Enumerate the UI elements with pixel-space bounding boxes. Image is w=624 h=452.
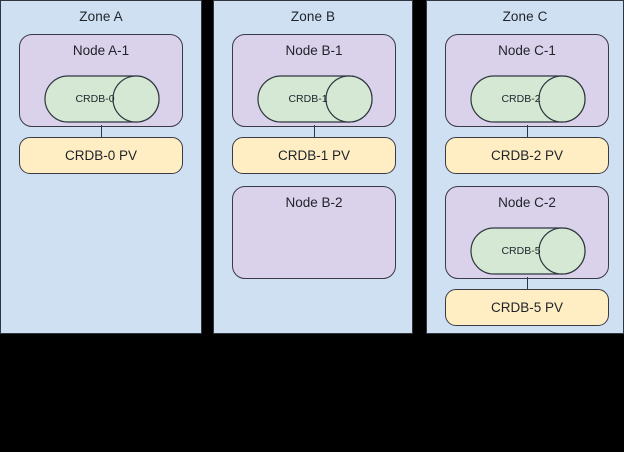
node-a-1-label: Node A-1 (72, 43, 130, 58)
pod-crdb-0[interactable]: CRDB-0 (44, 75, 160, 123)
database-cylinder-icon (470, 227, 586, 275)
zone-b-label: Zone B (290, 9, 336, 24)
connector-crdb-5 (527, 277, 528, 290)
pv-crdb-2[interactable]: CRDB-2 PV (445, 137, 609, 174)
pv-crdb-5-label: CRDB-5 PV (490, 300, 563, 315)
zone-a: Zone A Node A-1 CRDB-0 CRDB-0 PV (0, 0, 202, 334)
node-c-1-label: Node C-1 (498, 43, 556, 58)
pod-crdb-2[interactable]: CRDB-2 (470, 75, 586, 123)
zone-a-label: Zone A (79, 9, 123, 24)
pod-crdb-5[interactable]: CRDB-5 (470, 227, 586, 275)
connector-crdb-2 (527, 125, 528, 138)
zone-b: Zone B Node B-1 CRDB-1 CRDB-1 PV Node B-… (213, 0, 413, 334)
pv-crdb-2-label: CRDB-2 PV (490, 148, 563, 163)
node-a-1: Node A-1 CRDB-0 (19, 34, 183, 127)
node-b-2: Node B-2 (232, 186, 396, 279)
node-b-1-label: Node B-1 (285, 43, 343, 58)
node-b-2-label: Node B-2 (285, 195, 343, 210)
pv-crdb-5[interactable]: CRDB-5 PV (445, 289, 609, 326)
node-c-2: Node C-2 CRDB-5 (445, 186, 609, 279)
node-c-2-label: Node C-2 (498, 195, 556, 210)
pv-crdb-1[interactable]: CRDB-1 PV (232, 137, 396, 174)
zone-c: Zone C Node C-1 CRDB-2 CRDB-2 PV Node C-… (426, 0, 624, 334)
pod-crdb-1[interactable]: CRDB-1 (257, 75, 373, 123)
pv-crdb-0-label: CRDB-0 PV (64, 148, 137, 163)
node-c-1: Node C-1 CRDB-2 (445, 34, 609, 127)
database-cylinder-icon (44, 75, 160, 123)
zone-c-label: Zone C (502, 9, 548, 24)
database-cylinder-icon (257, 75, 373, 123)
node-b-1: Node B-1 CRDB-1 (232, 34, 396, 127)
database-cylinder-icon (470, 75, 586, 123)
connector-crdb-1 (314, 125, 315, 138)
pv-crdb-1-label: CRDB-1 PV (277, 148, 350, 163)
connector-crdb-0 (101, 125, 102, 138)
pv-crdb-0[interactable]: CRDB-0 PV (19, 137, 183, 174)
